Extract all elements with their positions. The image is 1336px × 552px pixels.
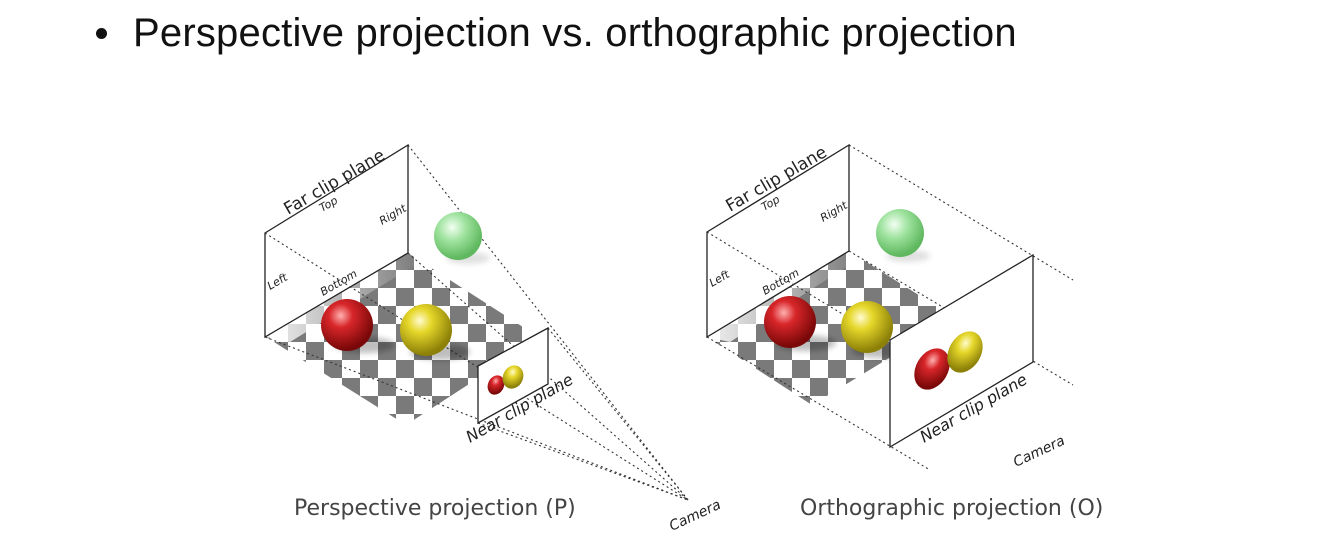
camera-label: Camera [1011,433,1068,471]
far-clip-plane-label: Far clip plane [281,145,389,219]
left-label: Left [707,267,732,289]
orthographic-caption: Orthographic projection (O) [800,496,1103,521]
red-sphere [321,299,373,351]
perspective-caption: Perspective projection (P) [294,496,576,521]
green-sphere [876,209,924,257]
green-sphere [434,212,482,260]
left-label: Left [265,270,290,292]
slide-heading: Perspective projection vs. orthographic … [133,10,1017,55]
right-label: Right [377,202,409,228]
perspective-diagram: Far clip plane Top Right Left Bottom Nea… [264,143,724,535]
heading-line: Perspective projection vs. orthographic … [96,8,1017,58]
yellow-sphere [841,301,893,353]
frustum-lines [264,144,689,501]
bullet-dot [96,27,107,39]
yellow-sphere [400,304,452,356]
orthographic-diagram: Far clip plane Top Right Left Bottom Nea… [706,142,1103,521]
red-sphere [764,296,816,348]
camera-label: Camera [667,497,724,535]
checker-floor [707,251,955,405]
right-label: Right [818,199,850,225]
